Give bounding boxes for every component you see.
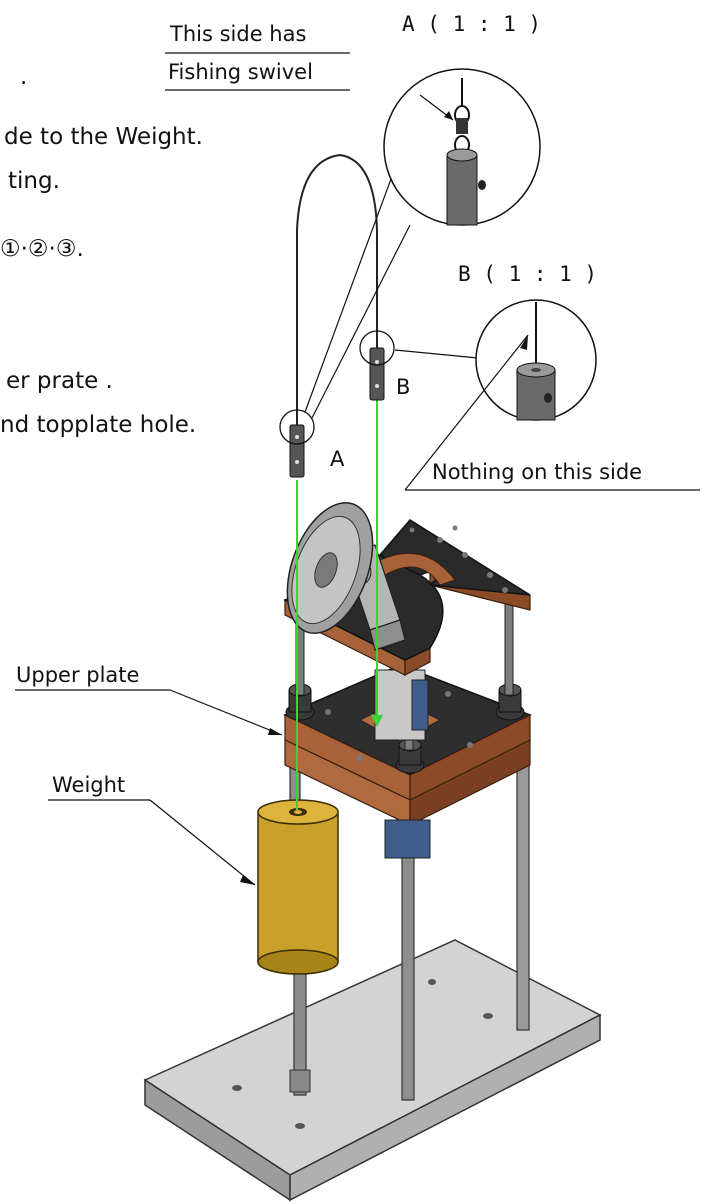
this-side-has-label: This side has [170,22,307,46]
weight-label: Weight [52,773,126,797]
connector-b [359,330,395,401]
connector-a [279,409,315,478]
instruction-line-1: . [20,64,28,90]
instruction-line-3: ting. [8,168,60,194]
base-plate [143,939,602,1202]
fishing-swivel-label: Fishing swivel [168,60,313,84]
upper-plate-leader [15,689,283,736]
shaft-end [289,1069,311,1093]
green-threads [296,400,378,810]
thread-arrow [371,715,383,727]
instruction-line-6: nd topplate hole. [0,412,197,438]
upper-plate-label: Upper plate [16,663,140,687]
instruction-line-5: er prate . [6,368,113,394]
nothing-on-this-side-label: Nothing on this side [432,460,643,484]
instruction-line-2: de to the Weight. [4,124,203,150]
marker-a: A [330,447,345,471]
detail-a-view [304,68,541,419]
marker-b: B [396,375,411,399]
detail-b-title: B ( 1 : 1 ) [458,262,598,286]
detail-b-view [394,299,700,491]
instruction-line-4: ①·②·③. [0,236,84,262]
pulley-wheel [286,502,374,634]
fishing-line [296,153,378,440]
weight-cylinder [257,799,339,975]
weight-leader [48,799,256,886]
detail-a-title: A ( 1 : 1 ) [402,12,542,36]
center-slider [374,669,429,741]
